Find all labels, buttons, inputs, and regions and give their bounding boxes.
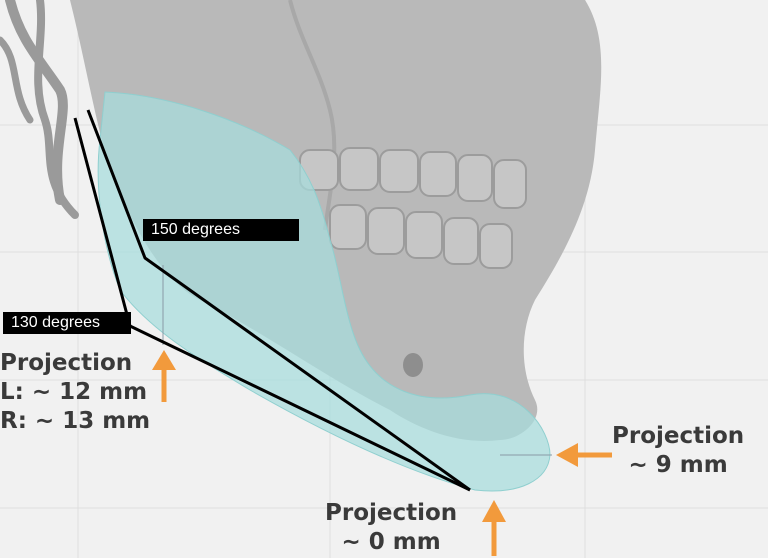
arrow-up-left (152, 350, 176, 402)
angle-label-150: 150 degrees (143, 219, 299, 241)
projection-bottom: Projection ~ 0 mm (325, 499, 457, 557)
projection-right-title: Projection (612, 423, 745, 449)
projection-left-l: L: ~ 12 mm (0, 379, 148, 405)
projection-left: Projection L: ~ 12 mm R: ~ 13 mm (0, 349, 150, 436)
projection-right-value: ~ 9 mm (628, 452, 728, 478)
projection-left-r: R: ~ 13 mm (0, 408, 151, 434)
projection-bottom-value: ~ 0 mm (341, 529, 441, 555)
vessels (0, 0, 79, 219)
arrow-left-right (556, 443, 612, 467)
mental-foramen (403, 353, 423, 377)
projection-bottom-title: Projection (325, 500, 458, 526)
jaw-implant (97, 91, 552, 492)
projection-left-title: Projection (0, 350, 133, 376)
projection-right: Projection ~ 9 mm (612, 422, 744, 480)
arrows (152, 350, 612, 556)
outline-150-degrees (86, 109, 471, 492)
angle-label-130: 130 degrees (3, 312, 131, 334)
skull-bone (70, 0, 602, 441)
arrow-up-bottom (482, 500, 506, 556)
